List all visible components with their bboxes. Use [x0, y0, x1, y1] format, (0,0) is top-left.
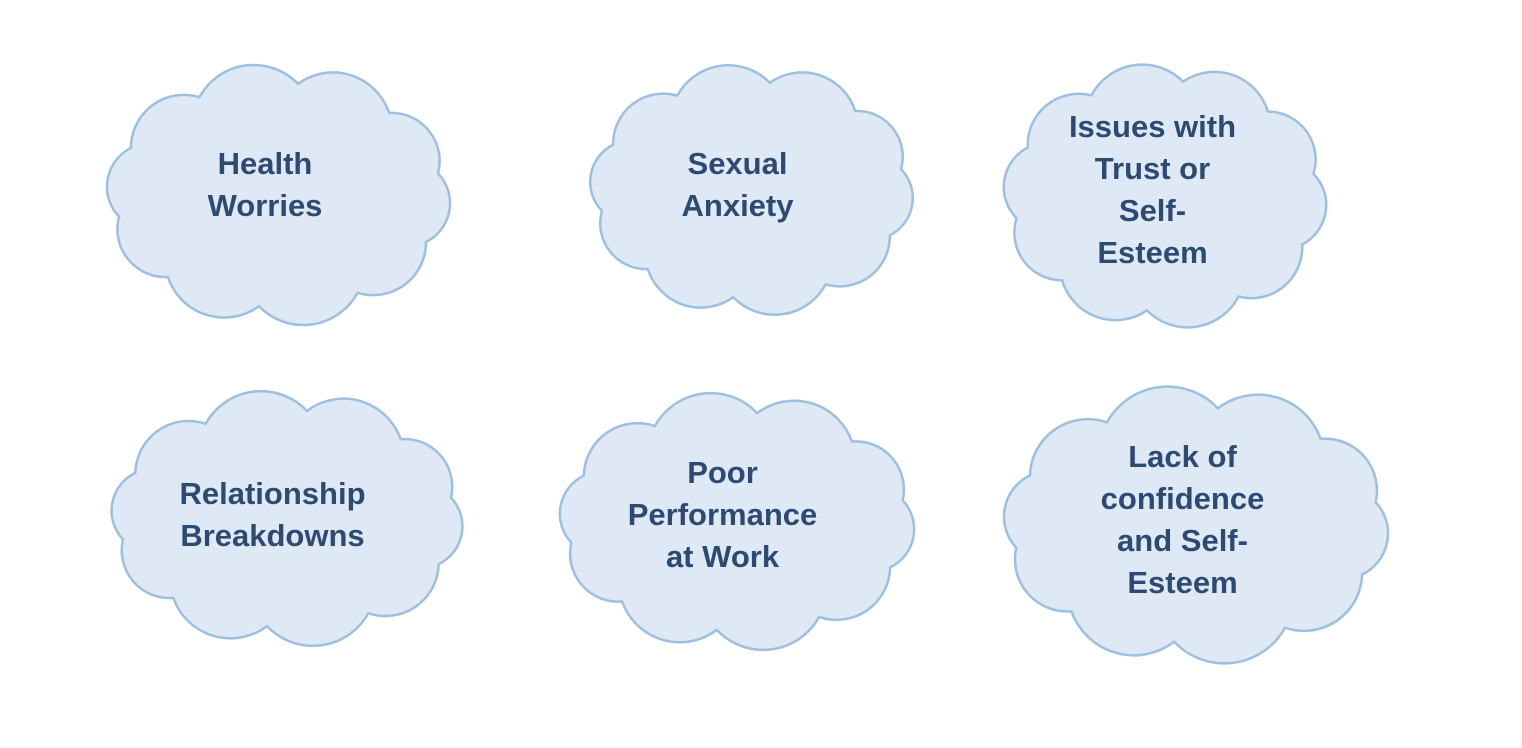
cloud-outline	[105, 63, 452, 327]
cloud-label-relationship-breakdowns: Relationship Breakdowns	[179, 476, 366, 553]
cloud-label-lack-of-confidence: Lack of confidence and Self- Esteem	[1100, 439, 1265, 600]
cloud-poor-performance	[558, 391, 916, 652]
cloud-relationship-breakdowns	[110, 389, 464, 648]
cloud-outline	[558, 391, 916, 652]
cloud-trust-self-esteem	[1002, 63, 1328, 329]
cloud-lack-of-confidence	[1002, 385, 1390, 665]
cloud-health-worries	[105, 63, 452, 327]
cloud-sexual-anxiety	[588, 64, 915, 316]
cloud-label-health-worries: Health Worries	[207, 146, 323, 223]
cloud-outline	[110, 389, 464, 648]
cloud-outline	[588, 64, 915, 316]
cloud-label-sexual-anxiety: Sexual Anxiety	[681, 146, 794, 223]
cloud-label-trust-self-esteem: Issues with Trust or Self- Esteem	[1068, 109, 1237, 270]
cloud-outline	[1002, 63, 1328, 329]
cloud-outline	[1002, 385, 1390, 665]
cloud-label-poor-performance: Poor Performance at Work	[627, 455, 818, 574]
